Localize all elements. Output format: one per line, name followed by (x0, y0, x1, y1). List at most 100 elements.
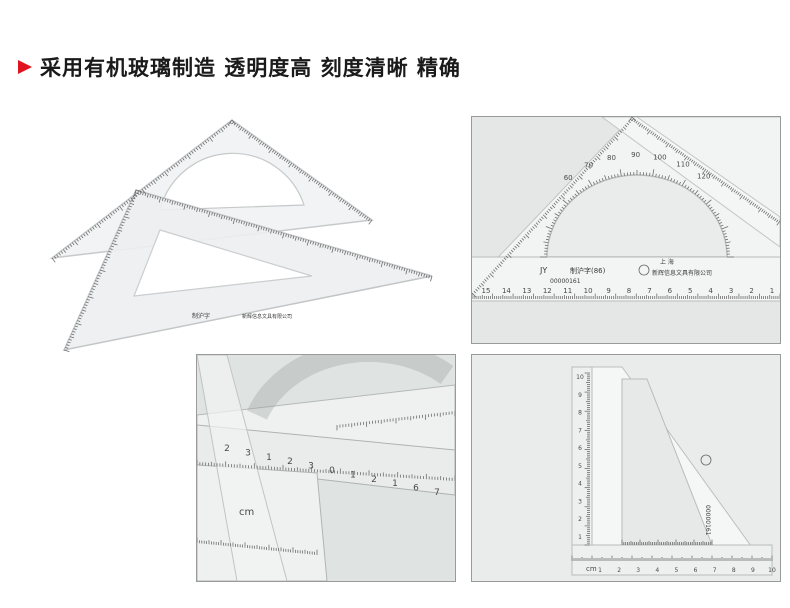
scale-tick (359, 255, 361, 259)
scale-tick (317, 182, 321, 186)
protractor-tick (711, 209, 715, 212)
scale-tick (215, 131, 219, 135)
scale-tick (558, 196, 562, 200)
scale-tick (143, 187, 147, 190)
scale-tick (763, 210, 766, 214)
scale-tick (496, 265, 500, 269)
scale-tick (299, 169, 303, 174)
scale-tick (339, 198, 343, 203)
scale-number: 7 (647, 287, 651, 295)
scale-tick (228, 217, 231, 221)
scale-tick (125, 200, 129, 204)
protractor-number: 120 (697, 172, 710, 180)
scale-number: 14 (502, 287, 511, 295)
scale-tick (240, 220, 243, 224)
protractor-tick (582, 187, 585, 191)
scale-tick (560, 194, 565, 200)
scale-number: 10 (768, 567, 776, 574)
scale-tick (306, 240, 310, 246)
scale-number: 1 (578, 534, 582, 541)
scale-tick (351, 206, 355, 210)
scale-tick (283, 158, 287, 162)
scale-tick (117, 229, 123, 232)
scale-number: 10 (584, 287, 593, 295)
scale-tick (107, 253, 111, 256)
scale-tick (716, 177, 720, 181)
scale-tick (472, 292, 477, 298)
scale-number: 9 (578, 392, 582, 399)
protractor-tick (667, 175, 670, 181)
scale-tick (491, 271, 494, 274)
scale-tick (60, 250, 64, 254)
scale-tick (285, 159, 289, 163)
scale-tick (287, 234, 290, 238)
scale-tick (309, 240, 312, 244)
scale-tick (260, 226, 263, 230)
protractor-tick (614, 174, 616, 178)
protractor-tick (717, 219, 721, 222)
scale-tick (344, 250, 347, 256)
scale-tick (65, 247, 68, 251)
scale-tick (277, 154, 281, 157)
scale-tick (380, 261, 384, 268)
scale-tick (668, 144, 672, 147)
scale-tick (603, 148, 606, 151)
scale-tick (68, 338, 72, 341)
scale-tick (267, 228, 270, 232)
scale-tick (413, 270, 416, 275)
front-triangle-print: 制沪字 新辉信息文具有限公司 (192, 312, 292, 320)
scale-tick (510, 249, 514, 253)
scale-tick (73, 328, 77, 330)
scale-tick (757, 207, 762, 213)
scale-number: 2 (224, 444, 230, 454)
scale-tick (748, 199, 751, 203)
scale-tick (193, 207, 196, 211)
scale-tick (489, 273, 494, 278)
scale-tick (98, 272, 102, 274)
scale-tick (359, 212, 363, 217)
scale-tick (303, 172, 307, 176)
scale-tick (257, 225, 260, 232)
scale-tick (130, 197, 134, 202)
scale-number: 2 (749, 287, 753, 295)
scale-tick (519, 239, 523, 243)
scale-tick (601, 149, 605, 153)
scale-tick (396, 265, 398, 270)
scale-tick (79, 314, 83, 317)
protractor-tick (713, 211, 717, 214)
scale-tick (665, 142, 670, 148)
scale-tick (333, 194, 337, 197)
scale-tick (631, 118, 635, 121)
scale-tick (411, 270, 413, 274)
scale-tick (770, 215, 773, 219)
scale-tick (224, 124, 228, 128)
protractor-tick (684, 184, 687, 188)
protractor-tick (694, 190, 699, 195)
scale-tick (670, 145, 674, 149)
scale-tick (93, 282, 99, 285)
scale-tick (517, 241, 521, 245)
scale-tick (67, 245, 70, 249)
scale-tick (617, 132, 621, 136)
scale-tick (378, 260, 381, 265)
protractor-tick (563, 204, 567, 207)
protractor-tick (592, 181, 596, 185)
scale-tick (690, 159, 694, 163)
protractor-number: 70 (584, 162, 593, 170)
scale-tick (739, 193, 742, 197)
scale-tick (72, 330, 76, 333)
scale-tick (152, 194, 154, 199)
scale-number: 6 (413, 484, 419, 494)
scale-tick (494, 267, 498, 270)
protractor-tick (664, 176, 667, 180)
scale-tick (233, 122, 237, 126)
scale-tick (642, 125, 646, 129)
protractor-tick (722, 230, 726, 233)
scale-tick (408, 269, 411, 273)
scale-tick (213, 133, 217, 137)
scale-tick (89, 293, 93, 296)
protractor-tick (670, 178, 673, 182)
protractor-tick (661, 175, 664, 179)
